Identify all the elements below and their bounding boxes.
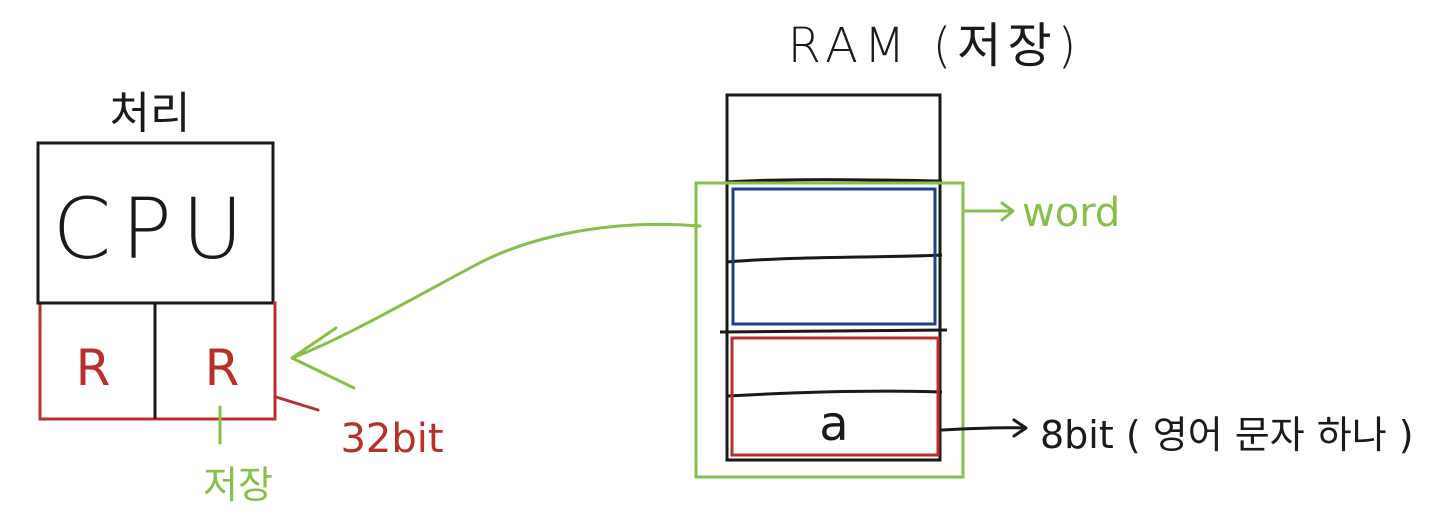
load-arrow-head [290, 326, 356, 390]
ram-block: RAM (저장) a word 8bit ( 영어 문자 하나 ) [694, 18, 1414, 479]
ram-title: RAM (저장) [788, 18, 1083, 74]
register-row: R R [38, 301, 277, 421]
ram-row-line [719, 328, 948, 334]
cpu-label: CPU [53, 180, 254, 278]
register-label: R [205, 339, 240, 397]
cpu-block: 처리 CPU R R 32bit 저장 [36, 88, 444, 507]
ram-box [725, 93, 942, 462]
word-label: word [1022, 190, 1120, 236]
word-pointer-arrowhead [1000, 201, 1015, 222]
byte-pointer [940, 426, 1027, 432]
byte-pointer-arrowhead [1012, 418, 1028, 438]
register-size-label: 32bit [340, 416, 443, 462]
byte-block [730, 336, 940, 457]
cpu-title: 처리 [110, 88, 191, 139]
load-arrow [290, 222, 702, 390]
ram-row-line [726, 253, 943, 264]
ram-row-line [726, 178, 943, 184]
byte-content: a [819, 396, 848, 452]
word-block [731, 187, 937, 326]
ram-row-line [726, 389, 943, 398]
register-size-pointer [274, 395, 320, 412]
register-note-label: 저장 [203, 463, 273, 507]
load-arrow-curve [290, 222, 702, 360]
byte-note: 8bit ( 영어 문자 하나 ) [1040, 413, 1414, 457]
register-label: R [76, 339, 111, 397]
word-group [694, 181, 965, 479]
